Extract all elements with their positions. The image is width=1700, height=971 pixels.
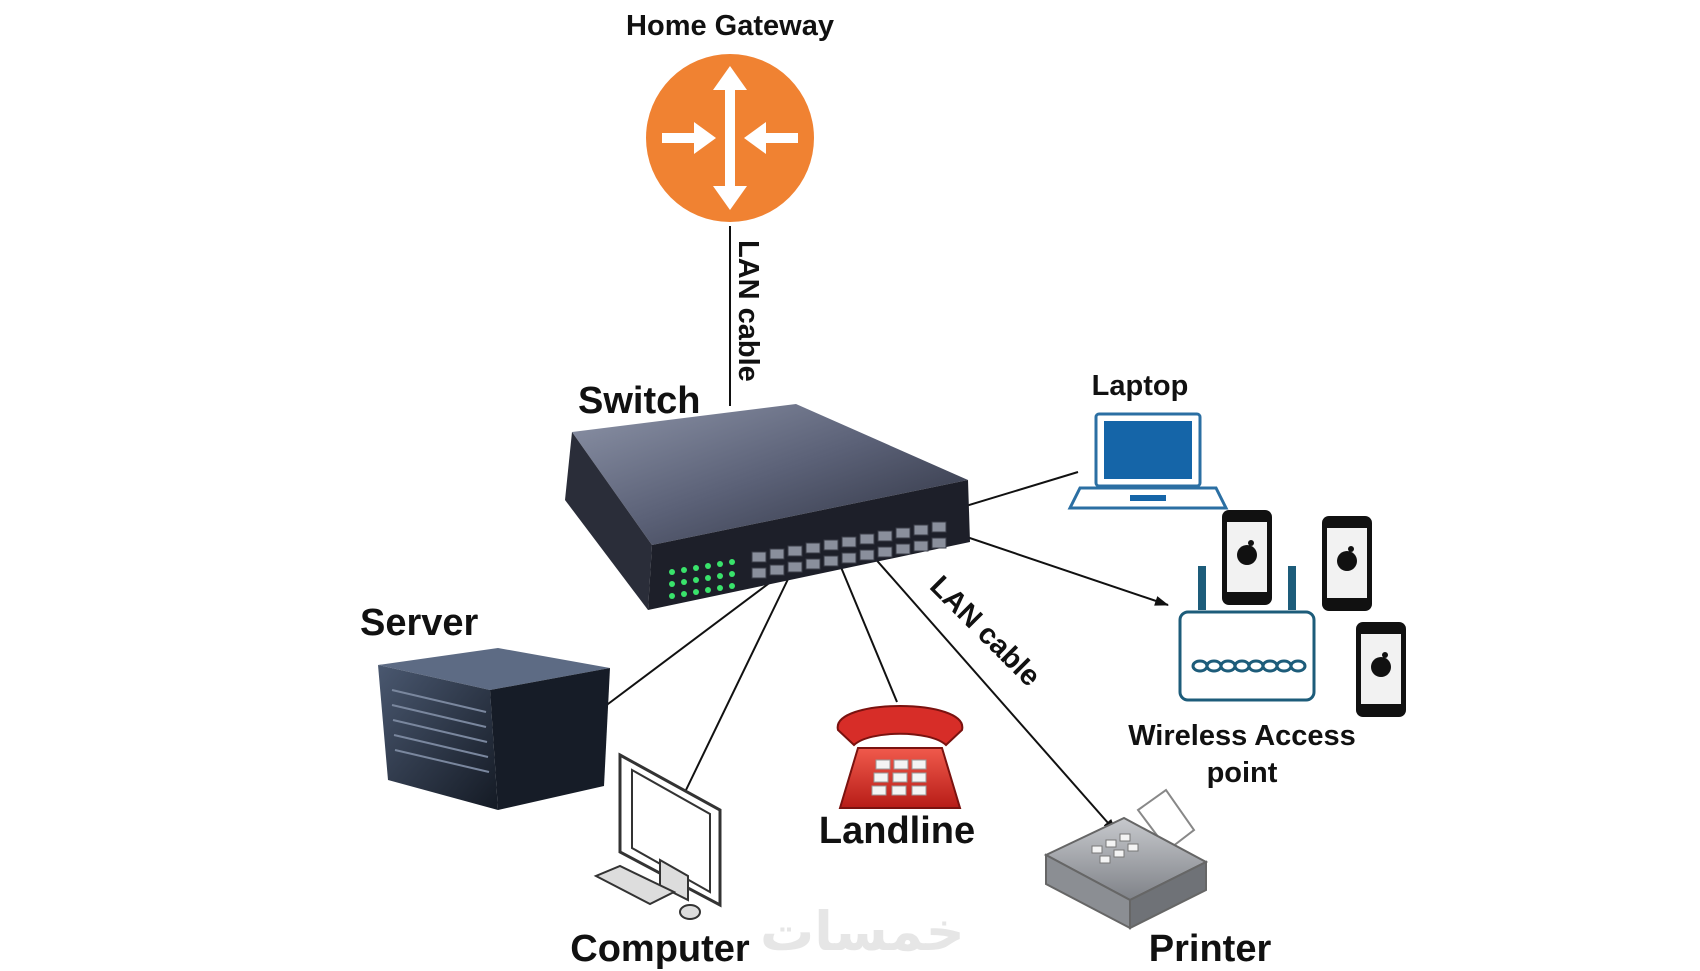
telephone-icon	[836, 705, 964, 809]
cable-switch-landline	[837, 559, 898, 703]
switch-icon	[565, 404, 970, 610]
watermark-logo: خمسات	[760, 900, 965, 963]
smartphone-icon	[1322, 516, 1372, 611]
gateway-label: Home Gateway	[626, 10, 834, 42]
printer-label: Printer	[1148, 928, 1272, 970]
laptop-label: Laptop	[1091, 370, 1189, 402]
cable-switch-server	[603, 571, 785, 708]
desktop-computer-icon	[593, 752, 722, 920]
switch-label: Switch	[578, 380, 701, 422]
cable-switch-computer	[685, 574, 791, 791]
cable-switch-wap	[945, 529, 1169, 606]
smartphone-icon	[1222, 510, 1272, 605]
server-label: Server	[360, 602, 479, 644]
router-icon	[646, 54, 814, 222]
wap-label: Wireless Access point	[1128, 720, 1356, 789]
cables	[603, 226, 1169, 833]
switch-led-panel	[669, 559, 735, 599]
smartphone-icon	[1356, 622, 1406, 717]
computer-label: Computer	[570, 928, 750, 970]
lan-cable-label-vertical: LAN cable	[732, 240, 764, 382]
printer-icon	[1043, 788, 1209, 930]
switch-ports	[751, 521, 947, 579]
laptop-icon	[1067, 412, 1229, 510]
server-icon	[378, 648, 610, 810]
cable-switch-printer	[871, 554, 1117, 833]
wireless-access-point-icon	[1178, 566, 1316, 702]
landline-label: Landline	[818, 810, 976, 852]
